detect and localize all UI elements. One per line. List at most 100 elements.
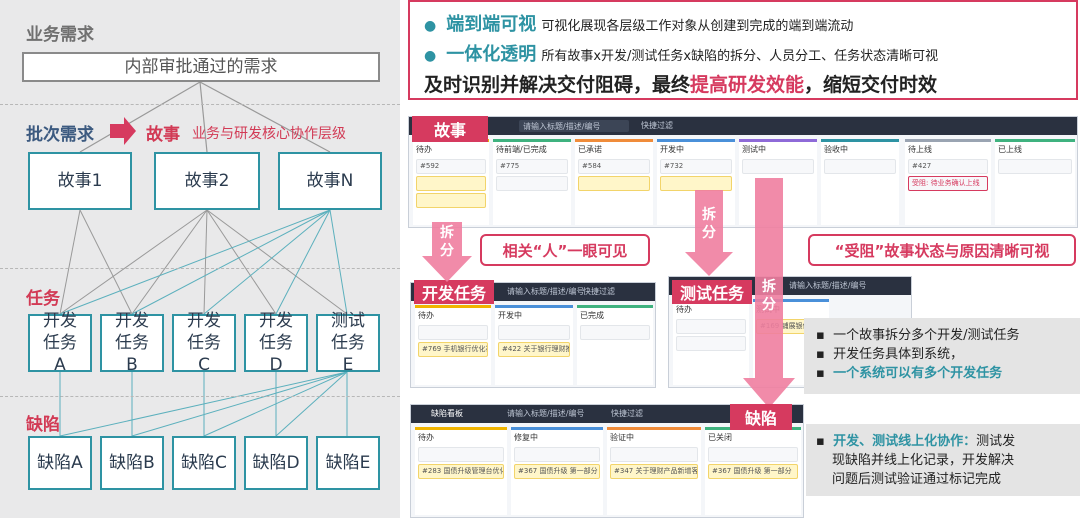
task-split-note: ▪ 一个故事拆分多个开发/测试任务 ▪ 开发任务具体到系统， ▪ 一个系统可以有… [804,318,1080,394]
defect-box-d: 缺陷D [244,436,308,490]
task-label-e: 测试任务E [331,311,365,375]
board-toolbar: 请输入标题/描述/编号 快捷过滤 [409,117,1077,135]
story-card[interactable] [998,159,1072,174]
column-header: 待办 [418,433,434,442]
story-card[interactable] [824,159,896,174]
level-task-label: 任务 [26,289,60,309]
defect-column-todo: 待办 #283 国债升级管理台优化处理 [415,427,507,515]
defect-card[interactable] [708,447,798,462]
story-card[interactable] [578,176,650,191]
story-card[interactable]: #584 [578,159,650,174]
story-column-todo: 待办 #592 [413,139,489,225]
story-column-7: 待上线 #427 受阻: 待业务确认上线 [905,139,991,225]
defect-card[interactable]: #367 国债升级 第一部分 [514,464,600,479]
blocked-card[interactable]: 受阻: 待业务确认上线 [908,176,988,191]
task-card[interactable] [580,325,650,340]
callout-blocked-visible: “受阻”故事状态与原因清晰可视 [808,234,1076,266]
defect-box-c: 缺陷C [172,436,236,490]
task-column-doing: 开发中 #422 关于银行理财推介 [495,305,573,385]
level-batch-label: 批次需求 [26,125,94,145]
note-text-2: 开发任务具体到系统， [833,347,964,362]
split-label-2: 拆分 [702,207,716,241]
task-label-c: 开发任务C [187,311,221,375]
task-card[interactable] [418,325,488,340]
task-box-b: 开发任务B [100,311,164,375]
search-placeholder: 请输入标题/描述/编号 [507,409,585,418]
search-placeholder: 请输入标题/描述/编号 [789,281,867,290]
board-search-input[interactable]: 请输入标题/描述/编号 [519,120,629,132]
search-placeholder: 请输入标题/描述/编号 [523,122,601,131]
summary-line-2: ●一体化透明 所有故事x开发/测试任务x缺陷的拆分、人员分工、任务状态清晰可视 [424,40,938,66]
story-box-n: 故事N [278,152,382,210]
column-header: 已关闭 [708,433,732,442]
column-header: 开发中 [498,311,522,320]
story-card[interactable] [416,176,486,191]
defect-note-text-1: 测试发 [976,434,1016,449]
level-story-label: 故事 [146,125,180,145]
column-header: 待上线 [908,145,932,154]
task-card[interactable]: #769 手机银行优化视频页面 [418,342,488,357]
story-card[interactable]: #427 [908,159,988,174]
column-header: 已上线 [998,145,1022,154]
story-card[interactable]: #592 [416,159,486,174]
column-header: 验收中 [824,145,848,154]
story-card[interactable]: #732 [660,159,732,174]
defect-card[interactable]: #283 国债升级管理台优化处理 [418,464,504,479]
split-label-1: 拆分 [440,225,454,259]
task-column-done: 已完成 [577,305,653,385]
task-card[interactable]: #422 关于银行理财推介 [498,342,570,357]
note-text-1: 一个故事拆分多个开发/测试任务 [833,328,1020,343]
defect-column-verifying: 验证中 #347 关于理财产品新增客户 [607,427,701,515]
task-card[interactable] [498,325,570,340]
summary-title-2: 一体化透明 [446,44,537,65]
story-column-6: 验收中 [821,139,899,225]
defect-column-closed: 已关闭 #367 国债升级 第一部分 [705,427,801,515]
summary-line-3: 及时识别并解决交付阻碍，最终提高研发效能，缩短交付时效 [424,70,937,97]
task-label-d: 开发任务D [259,311,293,375]
column-header: 已完成 [580,311,604,320]
search-placeholder: 请输入标题/描述/编号 [507,287,585,296]
callout-people-visible: 相关“人”一眼可见 [480,234,650,266]
bullet-icon: ● [424,48,437,64]
defect-column-fixing: 修复中 #367 国债升级 第一部分 [511,427,603,515]
column-header: 已承诺 [578,145,602,154]
defect-board-title: 缺陷看板 [431,409,463,418]
defect-card[interactable] [514,447,600,462]
divider [0,396,400,397]
story-card[interactable]: #775 [496,159,568,174]
test-card[interactable] [676,336,746,351]
test-card[interactable] [676,319,746,334]
note-line: 问题后测试验证通过标记完成 [832,472,1002,487]
task-box-a: 开发任务A [28,311,92,375]
summary-text-3a: 及时识别并解决交付阻碍，最终 [424,74,691,96]
story-card[interactable] [496,176,568,191]
defect-box-e: 缺陷E [316,436,380,490]
divider [0,268,400,269]
defect-card[interactable]: #347 关于理财产品新增客户 [610,464,698,479]
story-tag: 故事 [412,116,488,142]
defect-board-screenshot: 缺陷看板 请输入标题/描述/编号 快捷过滤 待办 #283 国债升级管理台优化处… [410,404,804,518]
task-box-e: 测试任务E [316,311,380,375]
story-column-8: 已上线 [995,139,1075,225]
level-business-label: 业务需求 [26,25,94,45]
defect-collab-note: ▪ 开发、测试线上化协作：测试发 现缺陷并线上化记录，开发解决 问题后测试验证通… [806,424,1080,496]
defect-card[interactable] [418,447,504,462]
story-card[interactable] [416,193,486,208]
test-task-tag: 测试任务 [672,280,752,304]
note-line: 现缺陷并线上化记录，开发解决 [832,453,1015,468]
task-box-c: 开发任务C [172,311,236,375]
approved-requirement-box: 内部审批通过的需求 [22,52,380,82]
note-text-3: 一个系统可以有多个开发任务 [833,366,1003,381]
story-card[interactable] [742,159,814,174]
summary-line-1: ●端到端可视 可视化展现各层级工作对象从创建到完成的端到端流动 [424,10,853,36]
hierarchy-connectors [59,81,348,437]
defect-card[interactable]: #367 国债升级 第一部分 [708,464,798,479]
task-label-b: 开发任务B [115,311,149,375]
column-header: 待办 [676,305,692,314]
column-header: 待办 [418,311,434,320]
divider [0,104,400,105]
defect-card[interactable] [610,447,698,462]
column-header: 验证中 [610,433,634,442]
split-label-3: 拆分 [762,279,776,313]
